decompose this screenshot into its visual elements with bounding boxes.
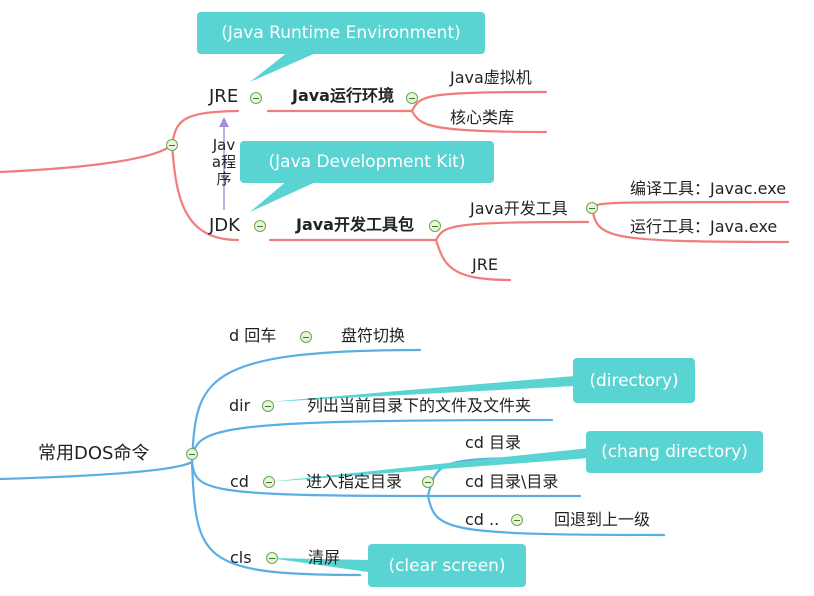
callout-cd: (chang directory) [586,431,763,473]
callout-jdk: (Java Development Kit) [240,141,494,183]
branch-top-root [0,143,174,174]
node-dir-desc: 列出当前目录下的文件及文件夹 [307,396,532,415]
node-dos-root: 常用DOS命令 [38,443,150,464]
callout-pointer-dir [268,376,575,402]
arrow-note-java-program: Java程序 [211,136,237,188]
collapse-cls[interactable] [266,552,278,564]
node-cls-cmd: cls [230,548,252,567]
node-cls-desc: 清屏 [308,548,341,567]
node-devtools: Java开发工具 [470,199,568,218]
collapse-jdk[interactable] [254,220,266,232]
branch-cd-up [426,494,666,537]
collapse-cd-up[interactable] [511,514,523,526]
node-jdk: JDK [209,215,240,236]
branch-core-lib [410,109,548,134]
callout-cls: (clear screen) [368,544,526,587]
branch-jdk-jre [434,238,512,282]
collapse-jre-desc[interactable] [406,92,418,104]
callout-pointer-jre [250,52,318,82]
node-java-exe: 运行工具：Java.exe [630,217,778,236]
callout-pointer-cls [270,558,368,572]
callout-pointer-jdk [250,180,320,212]
collapse-jre[interactable] [250,92,262,104]
node-core-lib: 核心类库 [450,108,515,127]
node-jre: JRE [209,86,239,107]
node-jdk-jre: JRE [472,255,498,274]
branch-cd [190,460,430,498]
node-cd-dir: cd 目录 [465,433,522,452]
node-cd-cmd: cd [230,472,249,491]
branch-cls [190,460,362,577]
collapse-jdk-desc[interactable] [429,220,441,232]
node-jvm: Java虚拟机 [450,68,532,87]
node-cd-up: cd .. [465,510,500,529]
collapse-devtools[interactable] [586,202,598,214]
arrow-jdk-to-jre [219,117,229,210]
node-cd-subdir: cd 目录\目录 [465,472,559,491]
collapse-dos-root[interactable] [186,448,198,460]
collapse-d[interactable] [300,331,312,343]
node-javac: 编译工具：Javac.exe [630,179,787,198]
callout-dir: (directory) [573,358,695,403]
node-jre-desc: Java运行环境 [292,86,394,105]
callout-pointer-cd [268,448,590,482]
branch-java [590,206,790,244]
collapse-cd-desc[interactable] [422,476,434,488]
collapse-dir[interactable] [262,400,274,412]
branch-d [190,348,422,464]
branch-bottom-root [0,460,194,481]
node-jdk-desc: Java开发工具包 [296,215,414,234]
node-cd-up-desc: 回退到上一级 [554,510,651,529]
branch-devtools [434,220,590,242]
callout-jre: (Java Runtime Environment) [197,12,485,54]
collapse-cd[interactable] [263,476,275,488]
branch-javac [590,200,790,210]
node-dir-cmd: dir [229,396,251,415]
branch-jre [170,109,240,147]
node-d-cmd: d 回车 [229,326,277,345]
node-d-desc: 盘符切换 [341,326,406,345]
branch-jvm [410,90,548,113]
node-cd-desc: 进入指定目录 [306,472,403,491]
branch-jdk [170,143,240,242]
collapse-top-root[interactable] [166,139,178,151]
